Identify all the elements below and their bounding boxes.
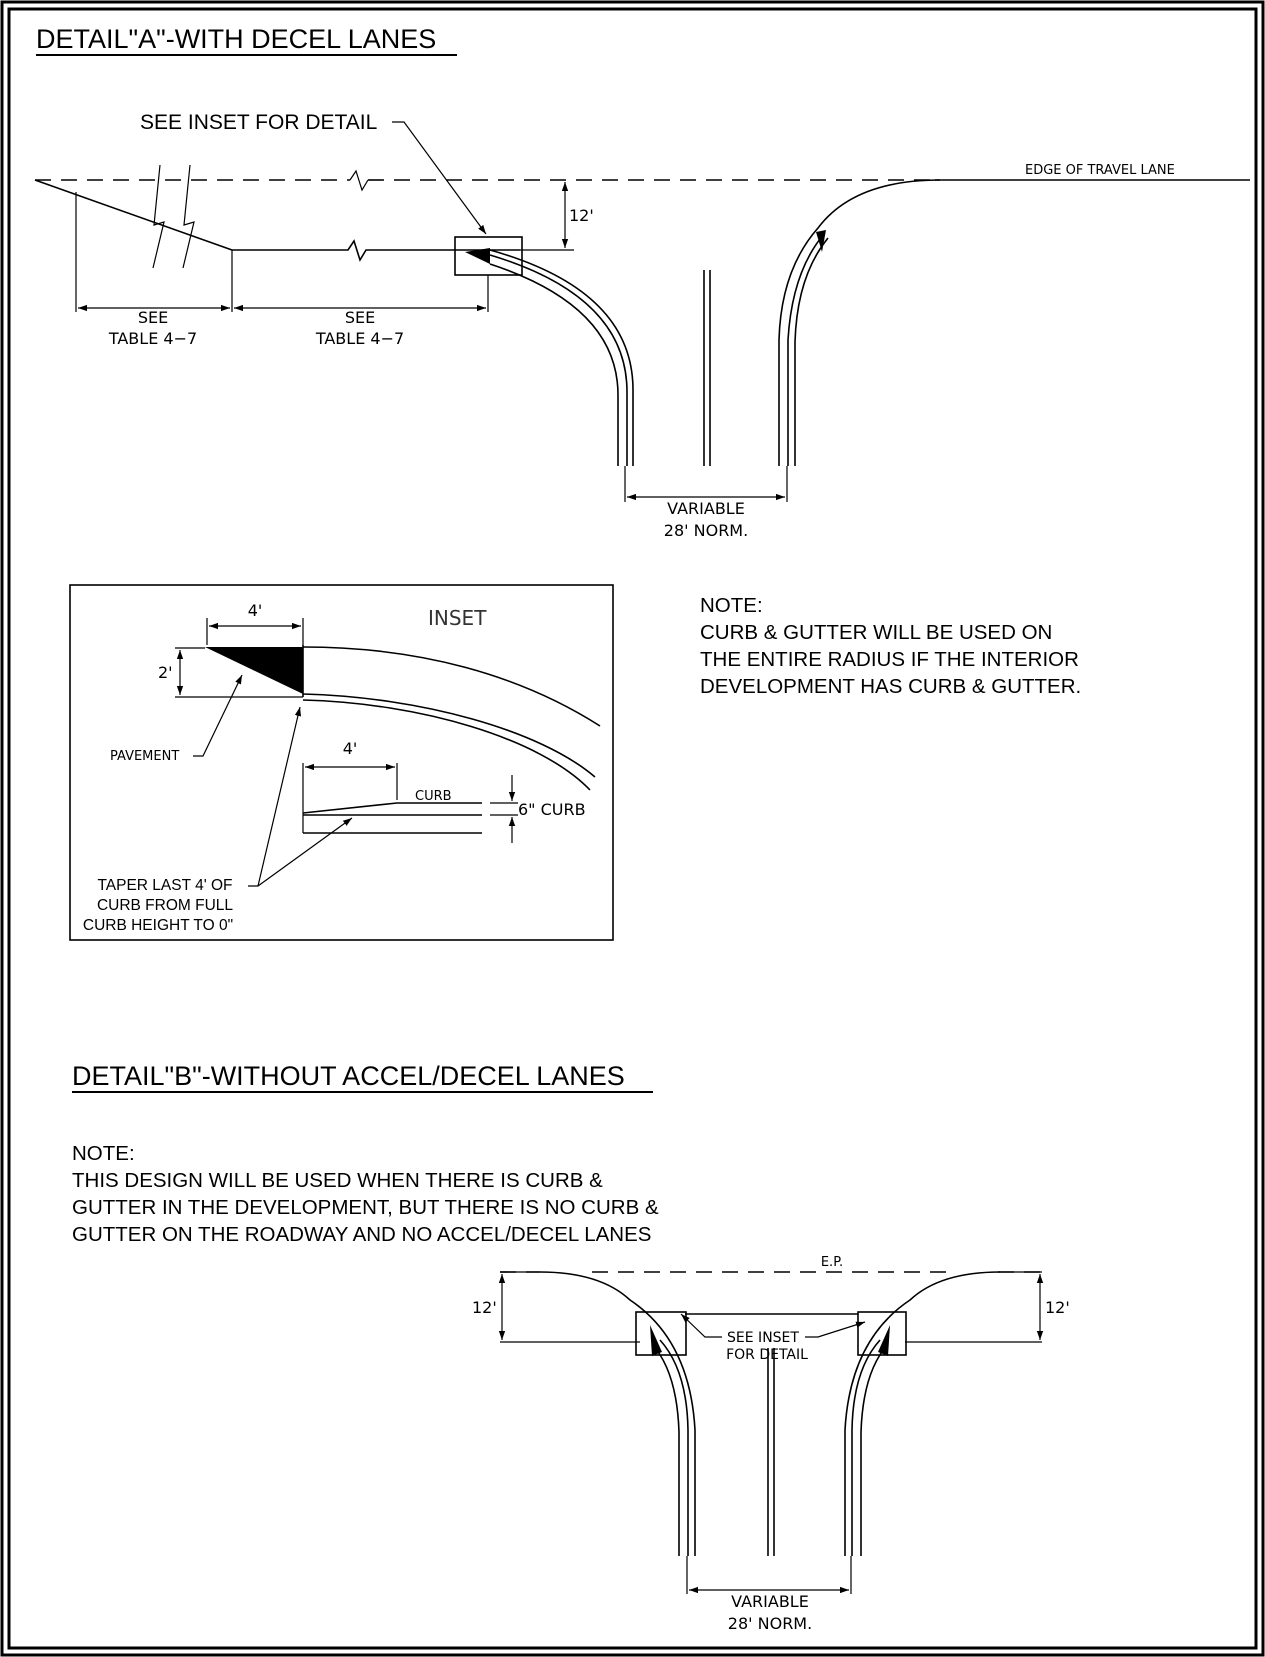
variable-label: VARIABLE — [667, 499, 745, 518]
note-a-line-2: THE ENTIRE RADIUS IF THE INTERIOR — [700, 648, 1079, 671]
six-inch-curb-label: 6" CURB — [518, 800, 586, 819]
norm-label: 28' NORM. — [664, 521, 748, 540]
note-b-line-1: THIS DESIGN WILL BE USED WHEN THERE IS C… — [72, 1169, 603, 1192]
right-curb-return — [778, 179, 941, 466]
note-a-heading: NOTE: — [700, 594, 763, 617]
inset-4ft-label: 4' — [248, 601, 263, 620]
taper-note-line-1: TAPER LAST 4' OF — [97, 877, 232, 894]
inset-title: INSET — [428, 606, 487, 630]
see-table-1-table: TABLE 4−7 — [108, 329, 197, 348]
dimension-12-left-b — [498, 1271, 640, 1343]
right-curb-return-b — [844, 1271, 1001, 1556]
dimension-12-left-label: 12' — [472, 1298, 497, 1317]
inset-curb-arc — [302, 646, 601, 791]
driveway-centerline — [703, 270, 711, 466]
left-curb-return — [489, 249, 634, 466]
inset-reference-box-right-b — [857, 1311, 907, 1356]
dimension-12-right-label: 12' — [1045, 1298, 1070, 1317]
see-inset-b-line-2: FOR DETAIL — [726, 1347, 808, 1363]
pavement-leader — [193, 674, 243, 757]
edge-of-travel-lane-label: EDGE OF TRAVEL LANE — [1025, 163, 1175, 178]
see-inset-b-line-1: SEE INSET — [727, 1330, 799, 1346]
taper-note-line-2: CURB FROM FULL — [97, 897, 233, 914]
left-curb-return-b — [539, 1271, 696, 1556]
taper-note-line-3: CURB HEIGHT TO 0" — [83, 917, 233, 934]
variable-dimension-detail-a — [624, 466, 788, 502]
note-b-line-3: GUTTER ON THE ROADWAY AND NO ACCEL/DECEL… — [72, 1223, 651, 1246]
taper-wedge-detail-a — [465, 248, 490, 264]
pavement-label: PAVEMENT — [110, 749, 179, 764]
note-a-line-3: DEVELOPMENT HAS CURB & GUTTER. — [700, 675, 1081, 698]
inner-border — [7, 7, 1258, 1650]
see-inset-label: SEE INSET FOR DETAIL — [140, 111, 377, 134]
see-table-1-see: SEE — [138, 308, 168, 327]
inset-4ft-dimension — [206, 618, 304, 645]
see-inset-leader — [392, 121, 487, 235]
curb-label: CURB — [415, 789, 452, 804]
inset-reference-box-left-b — [635, 1311, 687, 1356]
curb-4ft-label: 4' — [343, 739, 358, 758]
inset-2ft-dimension — [175, 647, 303, 698]
detail-a-title: DETAIL"A"-WITH DECEL LANES — [36, 24, 436, 54]
inset-frame — [69, 584, 614, 941]
inset-reference-box — [454, 236, 523, 276]
taper-break-lines — [152, 164, 195, 269]
see-inset-leaders-b — [680, 1313, 866, 1338]
decel-lane-edge — [34, 179, 520, 262]
variable-label-b: VARIABLE — [731, 1592, 809, 1611]
driveway-centerline-b — [767, 1348, 775, 1556]
dimension-12-label: 12' — [569, 206, 594, 225]
inset-taper-wedge — [205, 647, 303, 694]
taper-leaders — [248, 706, 353, 887]
dimension-12-detail-a — [520, 182, 574, 251]
see-table-2-see: SEE — [345, 308, 375, 327]
ep-label: E.P. — [821, 1255, 843, 1270]
dimension-12-right-b — [905, 1271, 1044, 1343]
see-table-2-table: TABLE 4−7 — [315, 329, 404, 348]
norm-label-b: 28' NORM. — [728, 1614, 812, 1633]
note-a-line-1: CURB & GUTTER WILL BE USED ON — [700, 621, 1052, 644]
note-b-line-2: GUTTER IN THE DEVELOPMENT, BUT THERE IS … — [72, 1196, 659, 1219]
inset-2ft-label: 2' — [158, 663, 173, 682]
curb-profile — [302, 763, 518, 843]
note-b-heading: NOTE: — [72, 1142, 135, 1165]
edge-of-travel-lane — [35, 169, 1250, 192]
variable-dimension-detail-b — [686, 1556, 852, 1594]
detail-b-title: DETAIL"B"-WITHOUT ACCEL/DECEL LANES — [72, 1061, 625, 1091]
see-table-dimensions — [75, 192, 489, 312]
